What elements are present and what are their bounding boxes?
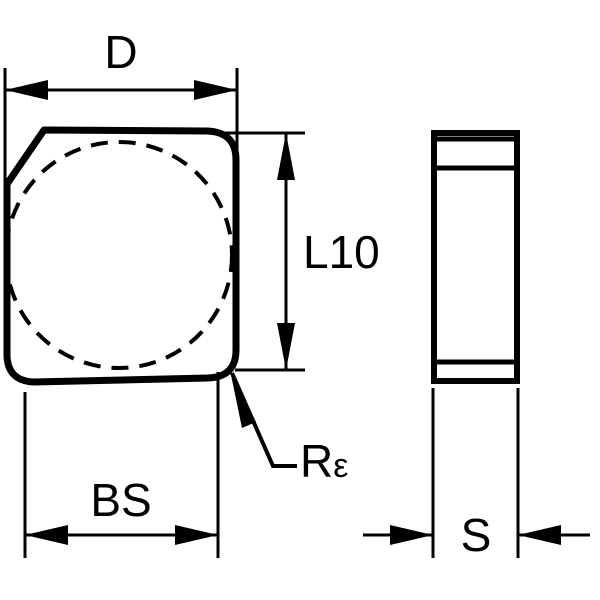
- dimension-S: S: [363, 388, 590, 561]
- top-view-group: [3, 126, 240, 386]
- dimension-D-arrow-left: [5, 80, 48, 100]
- side-view-group: [431, 130, 520, 384]
- dimension-BS-label: BS: [90, 474, 151, 526]
- dimension-S-arrow-left: [390, 525, 433, 545]
- dimension-L10-label: L10: [303, 226, 380, 278]
- dimension-L10: L10: [222, 131, 380, 372]
- corner-radius-label-epsilon: ε: [333, 447, 348, 485]
- corner-radius-arrow: [230, 370, 256, 428]
- inscribed-circle: [4, 140, 234, 370]
- side-view-outline: [431, 130, 520, 384]
- dimension-S-label: S: [461, 509, 492, 561]
- dimension-S-arrow-right: [518, 525, 561, 545]
- dimension-D: D: [3, 26, 239, 188]
- dimension-corner-radius: Rε: [230, 370, 348, 487]
- dimension-BS-arrow-right: [175, 525, 218, 545]
- dimension-L10-arrow-bottom: [277, 323, 295, 370]
- dimension-BS: BS: [23, 372, 220, 558]
- dimension-D-arrow-right: [194, 80, 237, 100]
- corner-radius-label-R: R: [300, 435, 333, 487]
- insert-outline-path: [3, 126, 240, 386]
- dimension-BS-arrow-left: [25, 525, 68, 545]
- corner-radius-label: Rε: [300, 435, 348, 487]
- dimension-L10-arrow-top: [277, 133, 295, 180]
- dimension-D-label: D: [104, 26, 137, 78]
